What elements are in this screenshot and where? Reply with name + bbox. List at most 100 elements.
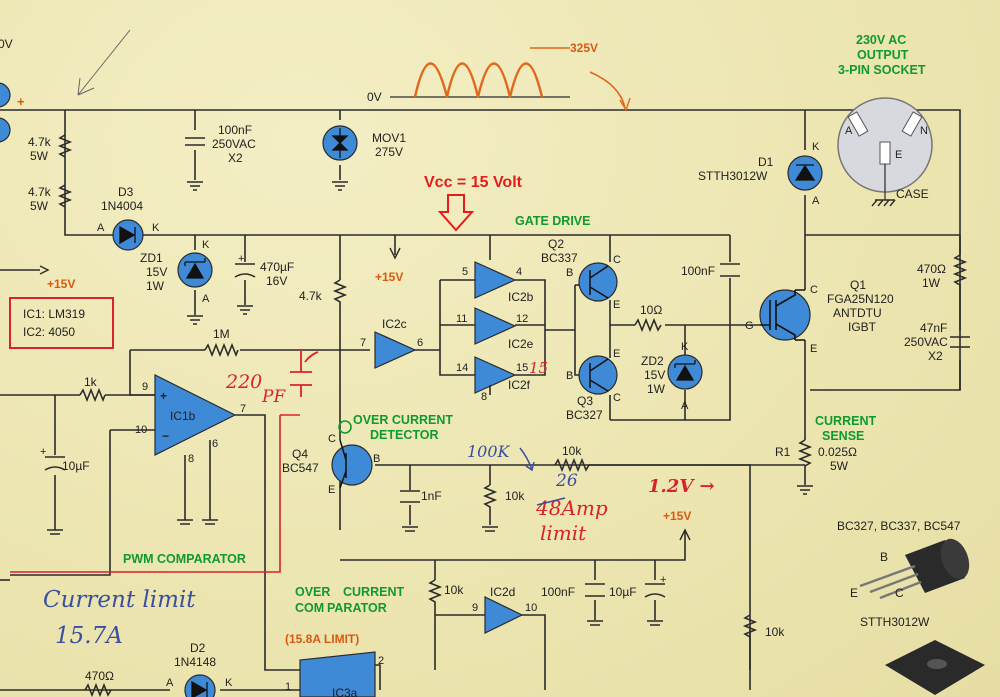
cap-value-220: 220 bbox=[225, 371, 262, 393]
ic2d-pin-10: 10 bbox=[525, 602, 537, 614]
q2-pin-e: E bbox=[613, 299, 620, 311]
resistor-4k7-3: 4.7k bbox=[299, 279, 348, 310]
q3-pin-c: C bbox=[613, 392, 621, 404]
transistor-pinout-illustration: BC327, BC337, BC547 B E C STTH3012W bbox=[837, 519, 985, 695]
polarity-plus-2: + bbox=[40, 446, 46, 458]
zd2-pin-a: A bbox=[681, 400, 689, 412]
stth-label: STTH3012W bbox=[860, 615, 930, 629]
d3-pin-k: K bbox=[152, 222, 160, 234]
handwritten-arrow bbox=[519, 447, 535, 472]
ic2c-pin-7: 7 bbox=[360, 337, 366, 349]
handwritten-current-limit: Current limit bbox=[43, 587, 196, 613]
zero-volt-label: 0V bbox=[367, 90, 382, 104]
left-arrow bbox=[39, 265, 50, 275]
cap-value-pf: PF bbox=[261, 387, 286, 407]
polarity-plus-3: + bbox=[660, 574, 666, 586]
q3-pin-e: E bbox=[613, 348, 620, 360]
resistor-10ohm: 10Ω bbox=[634, 303, 662, 333]
buffer-ic2f: 14 15 8 IC2f bbox=[456, 356, 531, 403]
d2-pin-k: K bbox=[225, 677, 233, 689]
resistor-4k7-3-label: 4.7k bbox=[299, 289, 323, 303]
capacitor-1nf: 1nF bbox=[400, 489, 442, 532]
resistor-10k-c: 10k bbox=[427, 579, 464, 605]
capacitor-10uf-bottom-label: 10µF bbox=[609, 585, 637, 599]
pinout-e: E bbox=[850, 586, 858, 600]
handwritten-26: 26 bbox=[555, 471, 578, 491]
d1-pin-a: A bbox=[812, 195, 820, 207]
ic2b-label: IC2b bbox=[508, 290, 534, 304]
d1-pin-k: K bbox=[812, 141, 820, 153]
zd1-pin-k: K bbox=[202, 239, 210, 251]
pin-15: 15 bbox=[516, 362, 528, 374]
gate-drive-label: GATE DRIVE bbox=[515, 214, 590, 228]
resistor-10k-a-label: 10k bbox=[505, 489, 525, 503]
ic2f-label: IC2f bbox=[508, 378, 531, 392]
ic-legend-box: IC1: LM319 IC2: 4050 bbox=[9, 297, 114, 349]
ic3a-label: IC3a bbox=[332, 686, 358, 697]
q2-pin-c: C bbox=[613, 254, 621, 266]
limit-label: (15.8A LIMIT) bbox=[285, 632, 359, 646]
q4-pin-e: E bbox=[328, 484, 335, 496]
buffer-ic2b: 5 4 IC2b bbox=[462, 261, 534, 304]
capacitor-100nf-bottom: 100nF bbox=[541, 583, 605, 626]
polarity-plus: + bbox=[238, 253, 244, 265]
resistor-470-bottom: 470Ω bbox=[84, 669, 114, 697]
resistor-470-bottom-label: 470Ω bbox=[85, 669, 114, 683]
socket-case-label: CASE bbox=[896, 187, 929, 201]
transistor-types-label: BC327, BC337, BC547 bbox=[837, 519, 961, 533]
pin-5: 5 bbox=[462, 266, 468, 278]
capacitor-10uf-bottom: + 10µF bbox=[609, 574, 666, 626]
ic1b-pin-9: 9 bbox=[142, 381, 148, 393]
resistor-10k-a: 10k bbox=[482, 484, 525, 532]
q1-pin-g: G bbox=[745, 320, 754, 332]
zd1-pin-a: A bbox=[202, 293, 210, 305]
vcc-note: Vcc = 15 Volt bbox=[424, 174, 523, 191]
pin-14: 14 bbox=[456, 362, 468, 374]
handwritten-pin-15: 15 bbox=[529, 359, 548, 377]
pinout-b: B bbox=[880, 550, 888, 564]
resistor-10k-d: 10k bbox=[742, 614, 785, 639]
resistor-1k-label: 1k bbox=[84, 375, 98, 389]
plus15-arrow bbox=[389, 247, 401, 260]
q1-pin-c: C bbox=[810, 284, 818, 296]
handwritten-strike bbox=[536, 497, 566, 506]
bridge-rectifier-partial-2 bbox=[0, 117, 11, 143]
ic1b-pin-10: 10 bbox=[135, 424, 147, 436]
ic2c-label: IC2c bbox=[382, 317, 407, 331]
buffer-ic2e: 11 12 IC2e bbox=[456, 307, 534, 351]
ic1b-pin-6: 6 bbox=[212, 438, 218, 450]
resistor-10ohm-label: 10Ω bbox=[640, 303, 662, 317]
ic2c-pin-6: 6 bbox=[417, 337, 423, 349]
capacitor-1nf-label: 1nF bbox=[421, 489, 442, 503]
handwritten-100k: 100K bbox=[467, 442, 511, 461]
d2-pin-a: A bbox=[166, 677, 174, 689]
buffer-ic2c: 7 6 IC2c bbox=[360, 317, 423, 369]
capacitor-100nf-right-label: 100nF bbox=[681, 264, 715, 278]
ic2e-label: IC2e bbox=[508, 337, 534, 351]
capacitor-10uf-left-label: 10µF bbox=[62, 459, 90, 473]
pin-11: 11 bbox=[456, 313, 467, 325]
resistor-1m-label: 1M bbox=[213, 327, 230, 341]
socket-pin-a: A bbox=[845, 125, 853, 137]
ic1-legend: IC1: LM319 bbox=[23, 307, 85, 321]
